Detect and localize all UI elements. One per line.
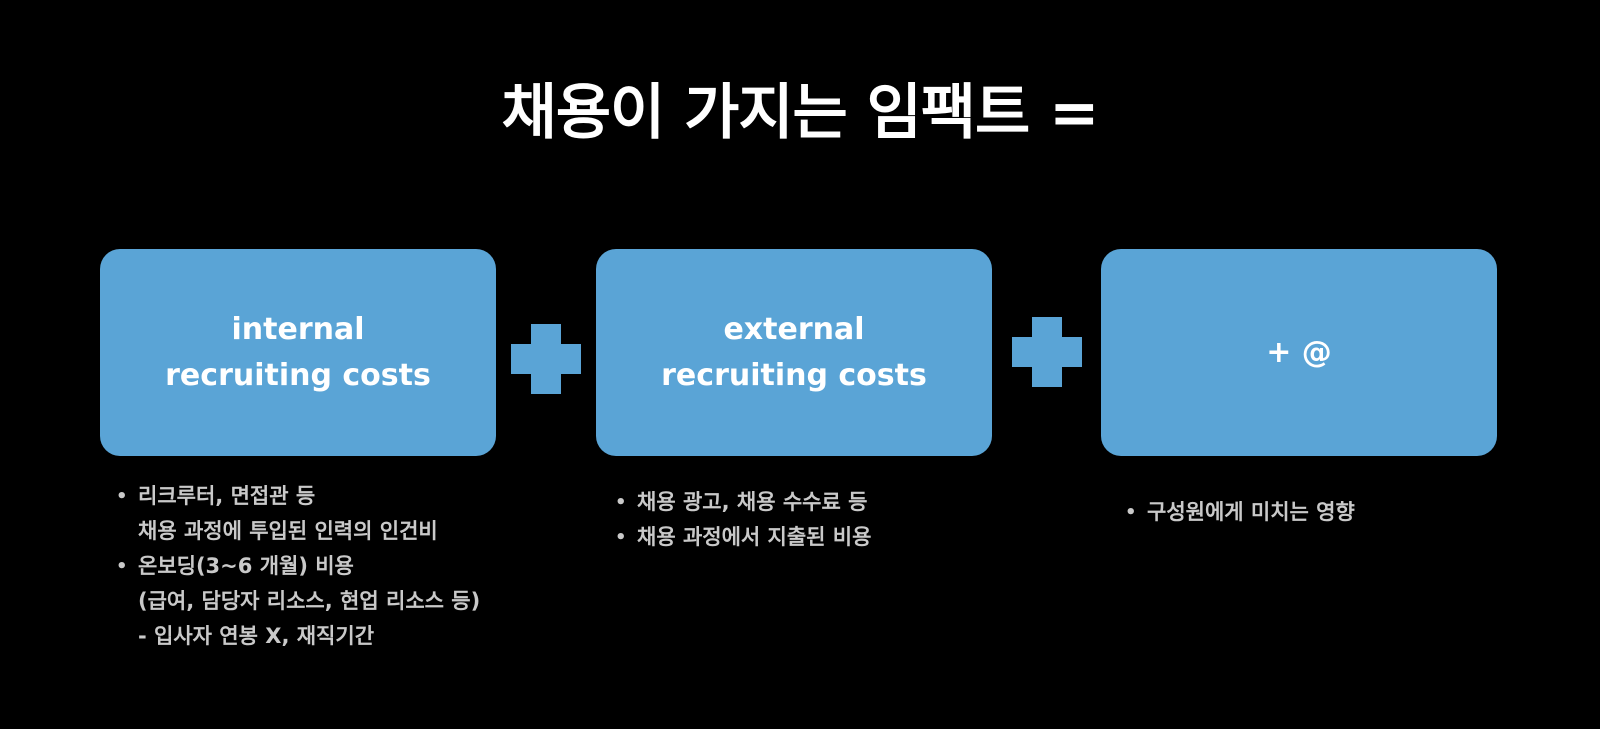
bullet-icon: • <box>615 527 627 548</box>
plus-at-notes: • 구성원에게 미치는 영향 <box>1123 495 1355 530</box>
external-costs-notes: • 채용 광고, 채용 수수료 등 • 채용 과정에서 지출된 비용 <box>613 485 871 555</box>
note-line: 리크루터, 면접관 등 <box>138 484 316 508</box>
note-line: 채용 과정에서 지출된 비용 <box>637 525 872 549</box>
bullet-icon: • <box>116 486 128 507</box>
note-line: - 입사자 연봉 X, 재직기간 <box>138 624 375 648</box>
plus-icon <box>1012 317 1082 387</box>
note-line: 채용 과정에 투입된 인력의 인건비 <box>138 519 438 543</box>
note-line: (급여, 담당자 리소스, 현업 리소스 등) <box>138 589 481 613</box>
slide-title: 채용이 가지는 임팩트 = <box>501 78 1100 148</box>
note-line: 채용 광고, 채용 수수료 등 <box>637 490 868 514</box>
note-item: • 구성원에게 미치는 영향 <box>1123 495 1355 530</box>
bullet-icon: • <box>615 492 627 513</box>
note-item: • 온보딩(3~6 개월) 비용 (급여, 담당자 리소스, 현업 리소스 등)… <box>114 549 480 654</box>
external-recruiting-costs-box: external recruiting costs <box>596 249 992 456</box>
card-label-line: recruiting costs <box>661 357 927 393</box>
card-label-line: + @ <box>1266 334 1332 370</box>
card-label-line: external <box>723 311 865 347</box>
note-line: 온보딩(3~6 개월) 비용 <box>138 554 354 578</box>
bullet-icon: • <box>116 556 128 577</box>
internal-recruiting-costs-box: internal recruiting costs <box>100 249 496 456</box>
internal-costs-notes: • 리크루터, 면접관 등 채용 과정에 투입된 인력의 인건비 • 온보딩(3… <box>114 479 480 654</box>
card-label-line: internal <box>231 311 365 347</box>
note-item: • 채용 광고, 채용 수수료 등 <box>613 485 871 520</box>
plus-at-box: + @ <box>1101 249 1497 456</box>
card-label-line: recruiting costs <box>165 357 431 393</box>
bullet-icon: • <box>1125 502 1137 523</box>
note-item: • 리크루터, 면접관 등 채용 과정에 투입된 인력의 인건비 <box>114 479 480 549</box>
note-item: • 채용 과정에서 지출된 비용 <box>613 520 871 555</box>
plus-icon <box>511 324 581 394</box>
note-line: 구성원에게 미치는 영향 <box>1147 500 1355 524</box>
